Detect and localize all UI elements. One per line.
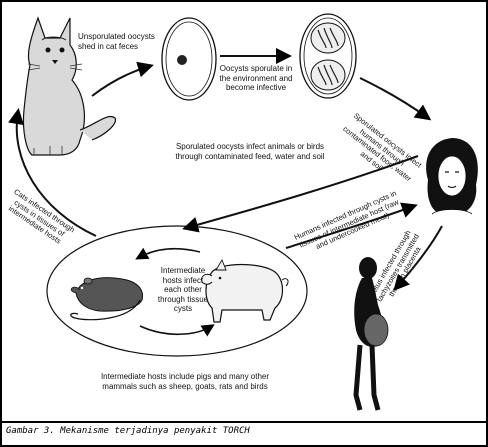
arrow-to-intermediate-hosts [182,155,419,233]
arrow-hosts-to-cat [8,108,97,237]
cat-icon [22,16,116,156]
label-intermediate-hosts-infect: Intermediate hosts infect each other thr… [157,266,209,313]
label-oocysts-sporulate: Oocysts sporulate in the environment and… [219,64,293,92]
arrow-hosts-to-human [285,202,418,249]
woman-icon [426,138,478,215]
arrow-hosts-cycle-bottom [139,324,215,337]
label-animals-birds: Sporulated oocysts infect animals or bir… [175,142,325,161]
figure-caption: Gambar 3. Mekanisme terjadinya penyakit … [6,426,250,436]
pregnant-woman-icon [353,257,389,411]
label-intermediate-hosts-include: Intermediate hosts include pigs and many… [100,372,270,391]
label-unsporulated-oocysts: Unsporulated oocysts shed in cat feces [78,32,155,51]
pig-icon [201,258,289,323]
rat-icon [70,277,144,321]
arrow-human-to-fetus [393,225,443,291]
arrow-hosts-cycle-top [135,247,201,260]
arrow-cat-to-oocyst [91,61,154,97]
oocyst-icon [161,17,217,101]
caption-separator [0,421,488,423]
sporulated-oocyst-icon [299,13,357,99]
arrow-sporulated-to-human [359,77,432,121]
